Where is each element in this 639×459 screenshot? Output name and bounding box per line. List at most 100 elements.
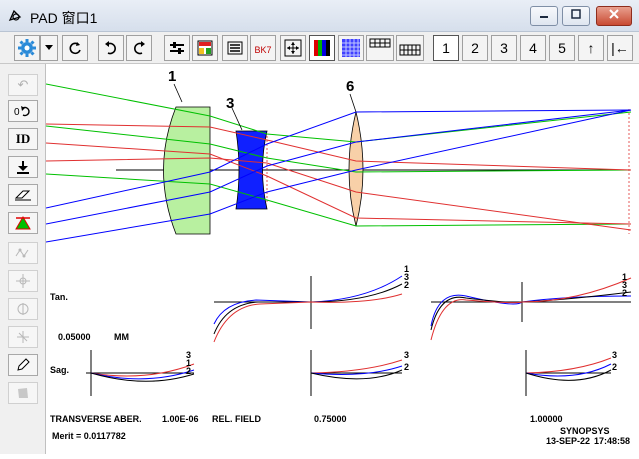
- rotate-zero-icon: 0: [14, 106, 30, 118]
- sag-plot-2: [310, 350, 403, 396]
- page-4-button[interactable]: 4: [520, 35, 546, 61]
- erase-button[interactable]: [8, 184, 38, 206]
- layout-icon: [197, 40, 213, 56]
- optical-layout-svg: [45, 83, 632, 396]
- tan-right-tag-2: 2: [622, 288, 628, 298]
- sag-tag-1: 1: [186, 358, 192, 368]
- undo-button[interactable]: ↶: [8, 74, 38, 96]
- page-3-button[interactable]: 3: [491, 35, 517, 61]
- block-icon: [18, 388, 28, 398]
- refresh-button[interactable]: [62, 35, 88, 61]
- split-icon: [17, 331, 29, 343]
- scale-unit: MM: [114, 332, 129, 342]
- scale-value: 0.05000: [58, 332, 91, 342]
- crosshair-icon: [16, 274, 30, 288]
- svg-text:0: 0: [14, 107, 20, 118]
- nodes-icon: [15, 248, 29, 258]
- sag-plot-1: [86, 350, 195, 396]
- blue-rays: [45, 109, 632, 243]
- eraser-icon: [14, 190, 31, 201]
- lens-number-1: 1: [168, 68, 177, 85]
- leader-1: [173, 83, 183, 103]
- window-title: PAD 窗口1: [30, 10, 98, 26]
- fit-button[interactable]: [280, 35, 306, 61]
- tan-label: Tan.: [50, 292, 68, 302]
- sliders-icon: [170, 42, 184, 54]
- leader-6: [349, 93, 357, 113]
- grid-button[interactable]: [396, 35, 424, 61]
- sag-tag-2: 2: [186, 366, 192, 376]
- tool-button-8[interactable]: [8, 270, 38, 292]
- insert-button[interactable]: [8, 156, 38, 178]
- lens-drawing-canvas: 1 3 6 Tan. Sag. 0.05000 MM 1 3 2 1 3 2 3…: [45, 64, 639, 454]
- align-button[interactable]: [164, 35, 190, 61]
- green-rays: [45, 83, 632, 227]
- company-name: SYNOPSYS: [560, 426, 610, 436]
- restore-icon: [571, 9, 581, 19]
- sag-plot-3: [525, 350, 612, 396]
- app-icon: [8, 9, 22, 22]
- refresh-icon: [69, 42, 81, 55]
- tool-button-7[interactable]: [8, 242, 38, 264]
- red-rays: [45, 123, 632, 231]
- toolbar: BK7 1 2 3 4 5 ↑ |←: [0, 32, 639, 64]
- layout-button[interactable]: [192, 35, 218, 61]
- sag-tag-3: 3: [186, 350, 192, 360]
- sag-mid-tag-3: 3: [404, 350, 410, 360]
- tool-button-10[interactable]: [8, 326, 38, 348]
- sidebar: ↶ 0 ID: [0, 64, 46, 454]
- texture-icon: [342, 39, 360, 57]
- maximize-button[interactable]: [562, 6, 590, 26]
- surface-icon: [227, 41, 243, 55]
- table-icon: [369, 38, 391, 48]
- lens-number-3: 3: [226, 95, 235, 112]
- rotate-right-icon: [134, 41, 145, 55]
- glass-button[interactable]: BK7: [250, 35, 276, 61]
- tan-tag-1: 1: [404, 264, 410, 274]
- circle-line-icon: [17, 303, 29, 315]
- sag-label: Sag.: [50, 365, 70, 375]
- color-bars-icon: [314, 40, 330, 56]
- minimize-button[interactable]: [530, 6, 558, 26]
- id-button[interactable]: ID: [8, 128, 38, 150]
- tan-tag-3: 3: [404, 272, 410, 282]
- page-5-button[interactable]: 5: [549, 35, 575, 61]
- rotate-left-icon: [105, 41, 116, 55]
- sag-mid-tag-2: 2: [404, 362, 410, 372]
- rotate-zero-button[interactable]: 0: [8, 100, 38, 122]
- gear-icon: [18, 39, 36, 57]
- time: 17:48:58: [594, 436, 631, 446]
- settings-dropdown[interactable]: [40, 35, 58, 61]
- settings-button[interactable]: [14, 35, 40, 61]
- field-mid: 0.75000: [314, 414, 347, 424]
- download-arrow-icon: [17, 161, 29, 174]
- tan-right-tag-3: 3: [622, 280, 628, 290]
- triangle-marker-icon: [15, 216, 31, 230]
- texture-button[interactable]: [338, 35, 364, 61]
- marker-button[interactable]: [8, 212, 38, 234]
- sag-right-tag-2: 2: [612, 362, 618, 372]
- lens-number-6: 6: [346, 78, 355, 95]
- chevron-down-icon: [45, 45, 53, 50]
- fit-icon: [284, 39, 302, 57]
- close-button[interactable]: [596, 6, 632, 26]
- transverse-aber-label: TRANSVERSE ABER.: [50, 414, 142, 424]
- tan-tag-2: 2: [404, 280, 410, 290]
- color-button[interactable]: [309, 35, 335, 61]
- first-button[interactable]: |←: [607, 35, 633, 61]
- leader-3: [231, 107, 243, 131]
- rotate-right-button[interactable]: [126, 35, 152, 61]
- up-button[interactable]: ↑: [578, 35, 604, 61]
- pencil-button[interactable]: [8, 354, 38, 376]
- grid-icon: [399, 44, 421, 56]
- title-bar: PAD 窗口1: [0, 0, 639, 32]
- tool-button-12[interactable]: [8, 382, 38, 404]
- page-2-button[interactable]: 2: [462, 35, 488, 61]
- rotate-left-button[interactable]: [98, 35, 124, 61]
- rel-field-label: REL. FIELD: [212, 414, 261, 424]
- table-button[interactable]: [366, 35, 394, 61]
- surface-button[interactable]: [222, 35, 248, 61]
- tool-button-9[interactable]: [8, 298, 38, 320]
- close-icon: [609, 9, 619, 19]
- page-1-button[interactable]: 1: [433, 35, 459, 61]
